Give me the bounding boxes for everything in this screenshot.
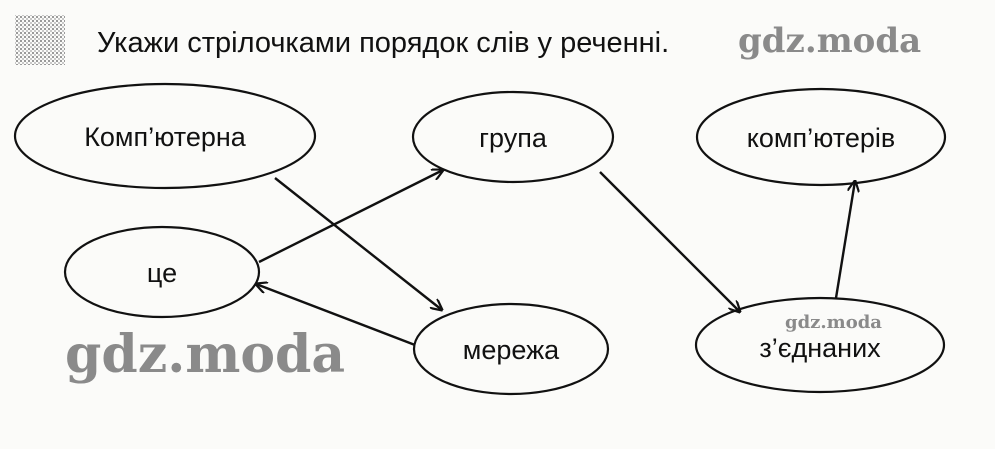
word-komputeriv: комп’ютерів [747, 123, 895, 153]
watermark-large: gdz.moda [65, 324, 345, 385]
ellipse-w4: це [63, 225, 261, 319]
arrow-ziednanykh-to-komputeriv [834, 181, 855, 299]
word-tse: це [147, 258, 177, 288]
word-hrupa: група [479, 123, 548, 153]
ellipse-w6: з’єднаних gdz.moda [694, 296, 946, 394]
watermark-small: gdz.moda [785, 312, 882, 333]
word-merezha: мережа [463, 335, 560, 365]
ellipse-w3: комп’ютерів [695, 87, 947, 187]
arrow-merezha-to-tse [256, 284, 416, 347]
word-ziednanykh: з’єднаних [759, 333, 881, 363]
arrow-hrupa-to-ziednanykh [599, 171, 740, 312]
task-title: Укажи стрілочками порядок слів у реченні… [97, 27, 669, 59]
word-komputerna: Комп’ютерна [84, 122, 247, 152]
ellipse-w2: група [411, 90, 615, 184]
ellipse-w1: Комп’ютерна [13, 82, 317, 190]
arrow-komputerna-to-merezha [274, 177, 442, 310]
arrow-tse-to-hrupa [258, 170, 443, 264]
ellipse-w5: мережа [412, 302, 610, 396]
task-icon [15, 15, 65, 65]
watermark-top: gdz.moda [738, 21, 921, 61]
